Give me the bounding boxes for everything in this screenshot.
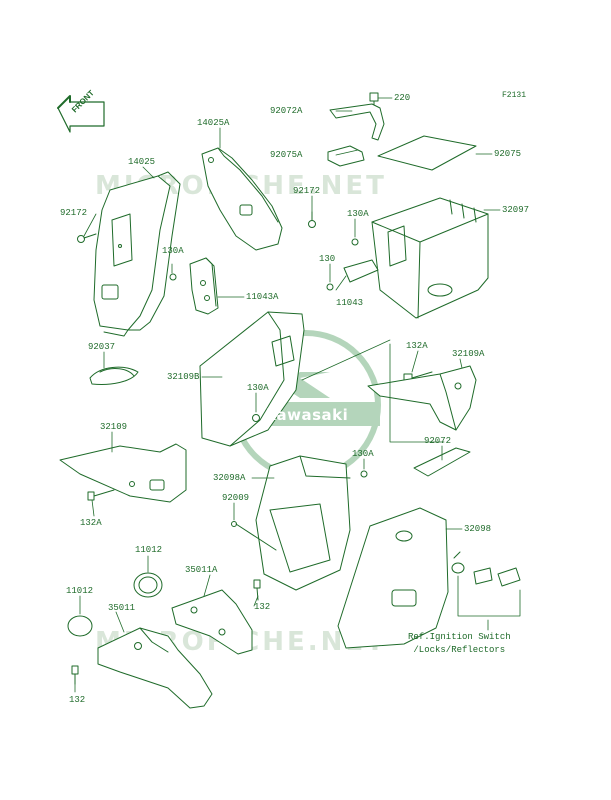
bracket-35011: [97, 627, 213, 709]
reference-note-line1: Ref.Ignition Switch: [408, 632, 511, 642]
callout-32097[interactable]: 32097: [502, 205, 530, 215]
side-cover-14025: [93, 171, 181, 337]
callout-130A-logo[interactable]: 130A: [247, 383, 269, 393]
clip-92075A: [327, 145, 365, 167]
callout-130[interactable]: 130: [319, 254, 336, 264]
callout-32109[interactable]: 32109: [100, 422, 128, 432]
callout-35011A[interactable]: 35011A: [185, 565, 218, 575]
bolt-92172-right: [308, 211, 316, 228]
fender-32109: [59, 443, 187, 503]
callout-132-mid[interactable]: 132: [254, 602, 271, 612]
cover-32098A: [255, 455, 351, 591]
callout-92072[interactable]: 92072: [424, 436, 452, 446]
front-arrow-shape: [57, 95, 105, 133]
callout-35011[interactable]: 35011: [108, 603, 136, 613]
callout-32098[interactable]: 32098: [464, 524, 492, 534]
pad-92075: [377, 135, 477, 171]
callout-92072A[interactable]: 92072A: [270, 106, 303, 116]
leader-lines: [74, 97, 521, 693]
callout-92172-right[interactable]: 92172: [293, 186, 321, 196]
callout-92037[interactable]: 92037: [88, 342, 116, 352]
bolt-130A-logo: [252, 414, 260, 422]
callout-11043[interactable]: 11043: [336, 298, 364, 308]
callout-132-bottom[interactable]: 132: [69, 695, 86, 705]
bracket-11043A: [189, 257, 219, 315]
callout-11043A[interactable]: 11043A: [246, 292, 279, 302]
bolt-130A-mid: [351, 238, 359, 246]
battery-case-32097: [371, 197, 489, 319]
bolt-92172-left: [77, 233, 97, 243]
kawasaki-logo-text: kawasaki: [266, 406, 349, 424]
bolt-132-bottom: [71, 665, 79, 685]
fender-32109A: [367, 365, 477, 431]
side-cover-14025A: [201, 147, 283, 251]
reference-note-line2: /Locks/Reflectors: [413, 645, 506, 655]
bracket-11043: [343, 259, 379, 283]
callout-132A-top[interactable]: 132A: [406, 341, 428, 351]
callout-130A-box[interactable]: 130A: [352, 449, 374, 459]
callout-132A-bottom[interactable]: 132A: [80, 518, 102, 528]
callout-14025A[interactable]: 14025A: [197, 118, 230, 128]
reference-note[interactable]: Ref.Ignition Switch /Locks/Reflectors: [408, 631, 511, 657]
bolt-132A-bottom: [87, 489, 115, 501]
callout-92172-left[interactable]: 92172: [60, 208, 88, 218]
bolt-130A-box: [360, 470, 368, 478]
clamp-92037: [89, 366, 139, 385]
callout-130A-mid[interactable]: 130A: [347, 209, 369, 219]
bolt-130: [326, 283, 334, 291]
callout-92075[interactable]: 92075: [494, 149, 522, 159]
figure-id: F2131: [502, 91, 527, 100]
band-92072A: [329, 103, 385, 141]
callout-220[interactable]: 220: [394, 93, 411, 103]
screw-92009: [231, 521, 277, 551]
callout-92075A[interactable]: 92075A: [270, 150, 303, 160]
callout-32098A[interactable]: 32098A: [213, 473, 246, 483]
bolt-132-mid: [253, 579, 261, 601]
cover-32098: [337, 507, 449, 649]
cap-11012-top: [133, 572, 163, 598]
callout-32109A[interactable]: 32109A: [452, 349, 485, 359]
callout-92009[interactable]: 92009: [222, 493, 250, 503]
callout-11012-top[interactable]: 11012: [135, 545, 163, 555]
bracket-35011A: [171, 589, 253, 655]
callout-130A-top[interactable]: 130A: [162, 246, 184, 256]
fender-32109B: [199, 311, 305, 447]
callout-14025[interactable]: 14025: [128, 157, 156, 167]
bolt-130A-top: [169, 273, 177, 281]
cap-11012-left: [67, 615, 93, 637]
ignition-switch: [451, 551, 521, 587]
callout-11012-left[interactable]: 11012: [66, 586, 94, 596]
callout-32109B[interactable]: 32109B: [167, 372, 200, 382]
